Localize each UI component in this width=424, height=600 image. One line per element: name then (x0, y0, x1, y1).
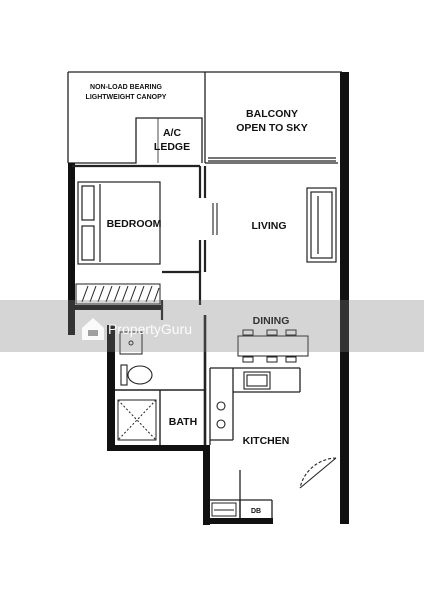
basin (119, 331, 143, 355)
balcony-label-line1: BALCONY (246, 108, 298, 120)
ac-ledge-label-line2: LEDGE (154, 141, 190, 153)
canopy-outline (67, 71, 342, 164)
entrance-door (299, 457, 337, 489)
bath-label: BATH (169, 416, 197, 428)
bedroom-label: BEDROOM (107, 218, 162, 230)
db-label: DB (251, 508, 261, 515)
kitchen-label: KITCHEN (243, 435, 290, 447)
bed (77, 181, 161, 265)
watermark-logo-icon (82, 318, 104, 340)
canopy-label-line1: NON-LOAD BEARING (90, 84, 162, 91)
sofa (306, 187, 337, 263)
shower (117, 399, 157, 441)
canopy-label-line2: LIGHTWEIGHT CANOPY (86, 94, 167, 101)
small-cabinet (211, 502, 237, 517)
balcony-label-line2: OPEN TO SKY (236, 122, 308, 134)
ac-ledge-label-line1: A/C (163, 127, 182, 139)
hob (216, 401, 226, 429)
watermark: PropertyGuru (0, 300, 424, 352)
exterior-walls (68, 72, 349, 525)
kitchen-sink (243, 371, 271, 390)
living-label: LIVING (251, 220, 286, 232)
toilet (120, 364, 153, 386)
dining-set (237, 329, 309, 363)
wardrobe (75, 283, 161, 305)
interior-walls (72, 157, 336, 518)
dining-label: DINING (253, 315, 290, 327)
watermark-text: PropertyGuru (108, 321, 192, 337)
